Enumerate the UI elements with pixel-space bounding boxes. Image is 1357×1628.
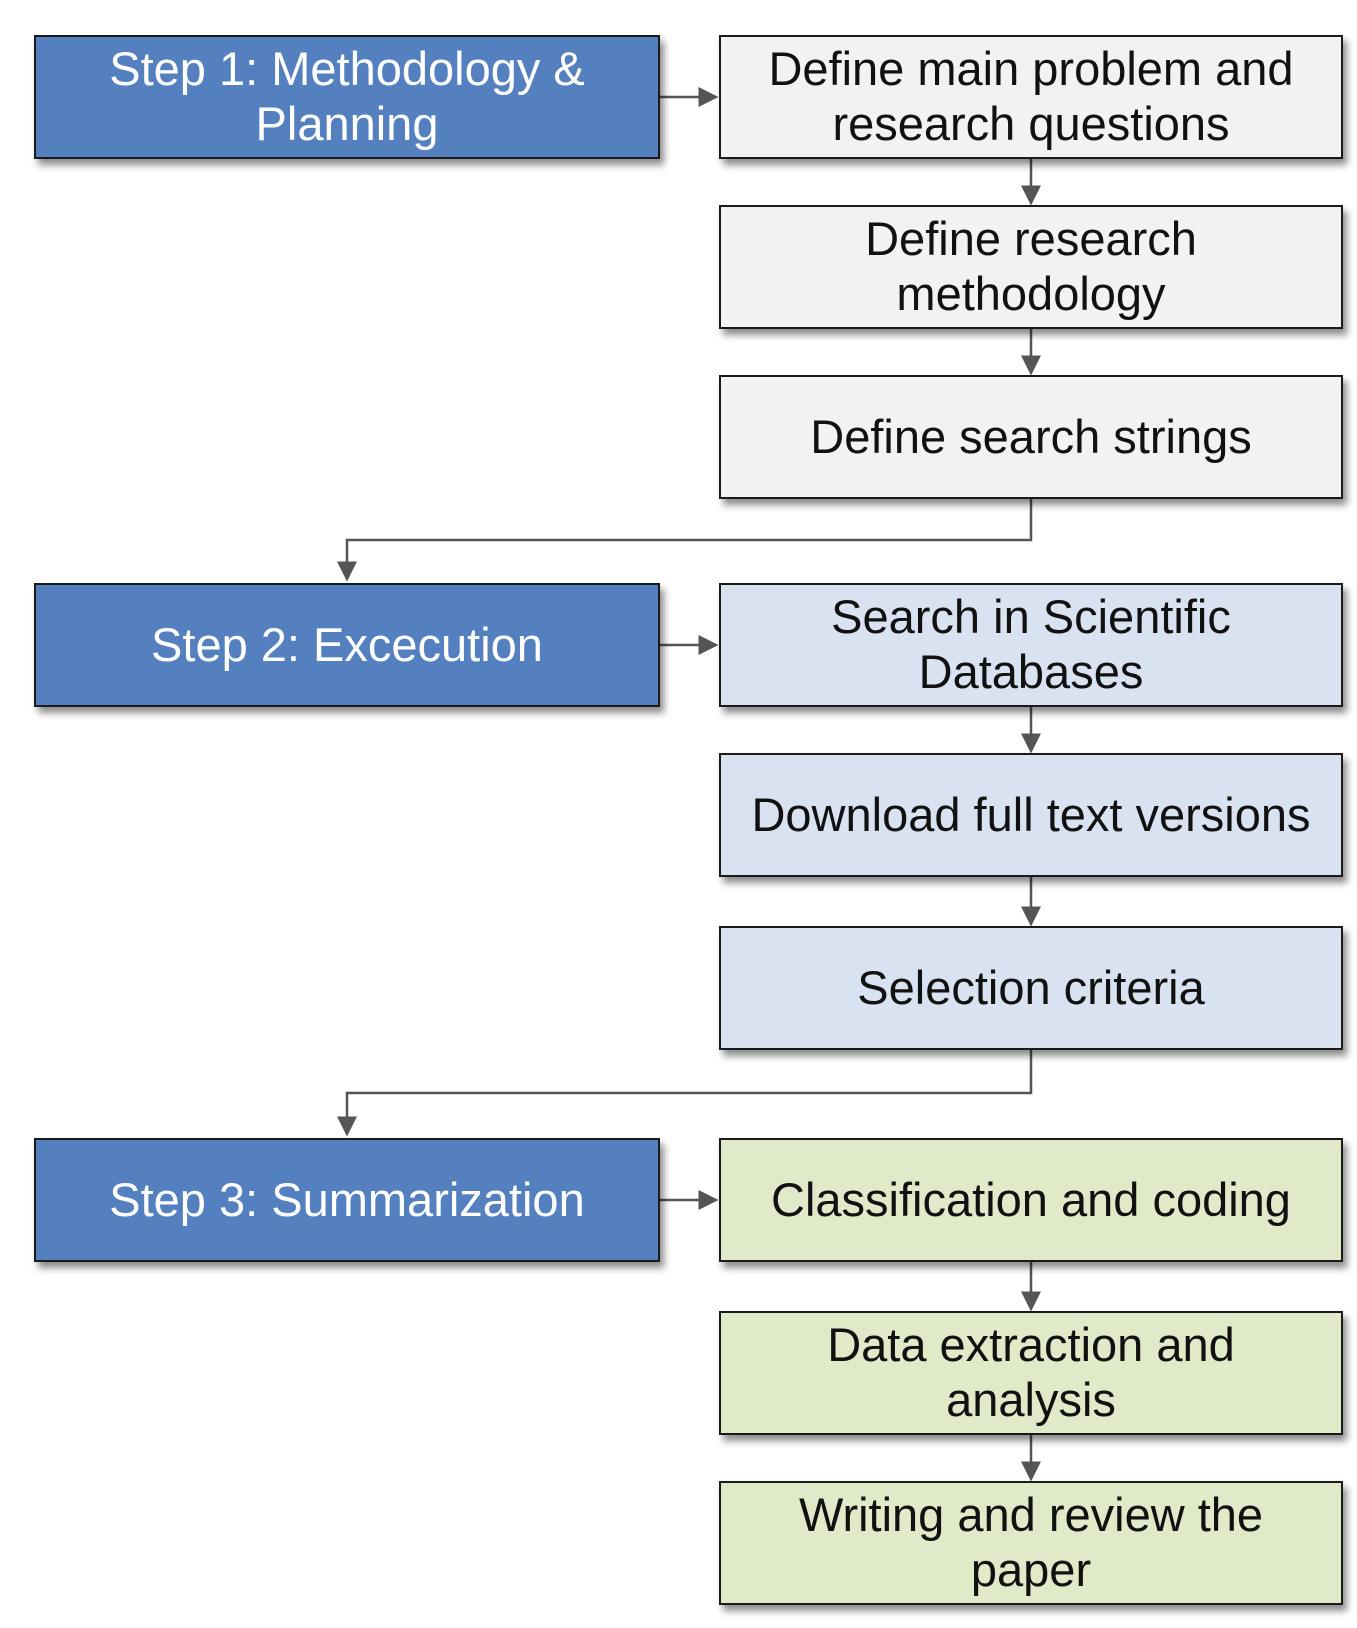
step-1-box: Step 1: Methodology & Planning xyxy=(34,35,660,159)
task-writing-review-label: Writing and review the paper xyxy=(798,1488,1264,1596)
step-1-label: Step 1: Methodology & Planning xyxy=(109,42,585,150)
task-search-databases-label: Search in Scientific Databases xyxy=(831,590,1231,698)
task-search-databases-box: Search in Scientific Databases xyxy=(719,583,1343,707)
step-2-label: Step 2: Excecution xyxy=(151,617,543,671)
task-classification-coding-box: Classification and coding xyxy=(719,1138,1343,1262)
step-2-box: Step 2: Excecution xyxy=(34,583,660,707)
step-3-label: Step 3: Summarization xyxy=(109,1172,585,1226)
task-define-search-strings-box: Define search strings xyxy=(719,375,1343,499)
task-selection-criteria-box: Selection criteria xyxy=(719,926,1343,1050)
task-define-methodology-box: Define research methodology xyxy=(719,205,1343,329)
task-define-search-strings-label: Define search strings xyxy=(810,409,1252,463)
step-3-box: Step 3: Summarization xyxy=(34,1138,660,1262)
task-data-extraction-box: Data extraction and analysis xyxy=(719,1311,1343,1435)
task-download-full-text-box: Download full text versions xyxy=(719,753,1343,877)
task-download-full-text-label: Download full text versions xyxy=(751,787,1311,841)
task-define-problem-label: Define main problem and research questio… xyxy=(768,42,1294,150)
task-selection-criteria-label: Selection criteria xyxy=(857,960,1205,1014)
task-define-problem-box: Define main problem and research questio… xyxy=(719,35,1343,159)
task-writing-review-box: Writing and review the paper xyxy=(719,1481,1343,1605)
connector-step1-to-step2 xyxy=(337,499,1033,582)
connector-step2-to-step3 xyxy=(337,1048,1033,1137)
task-data-extraction-label: Data extraction and analysis xyxy=(827,1318,1235,1426)
task-define-methodology-label: Define research methodology xyxy=(865,212,1197,320)
task-classification-coding-label: Classification and coding xyxy=(771,1172,1291,1226)
